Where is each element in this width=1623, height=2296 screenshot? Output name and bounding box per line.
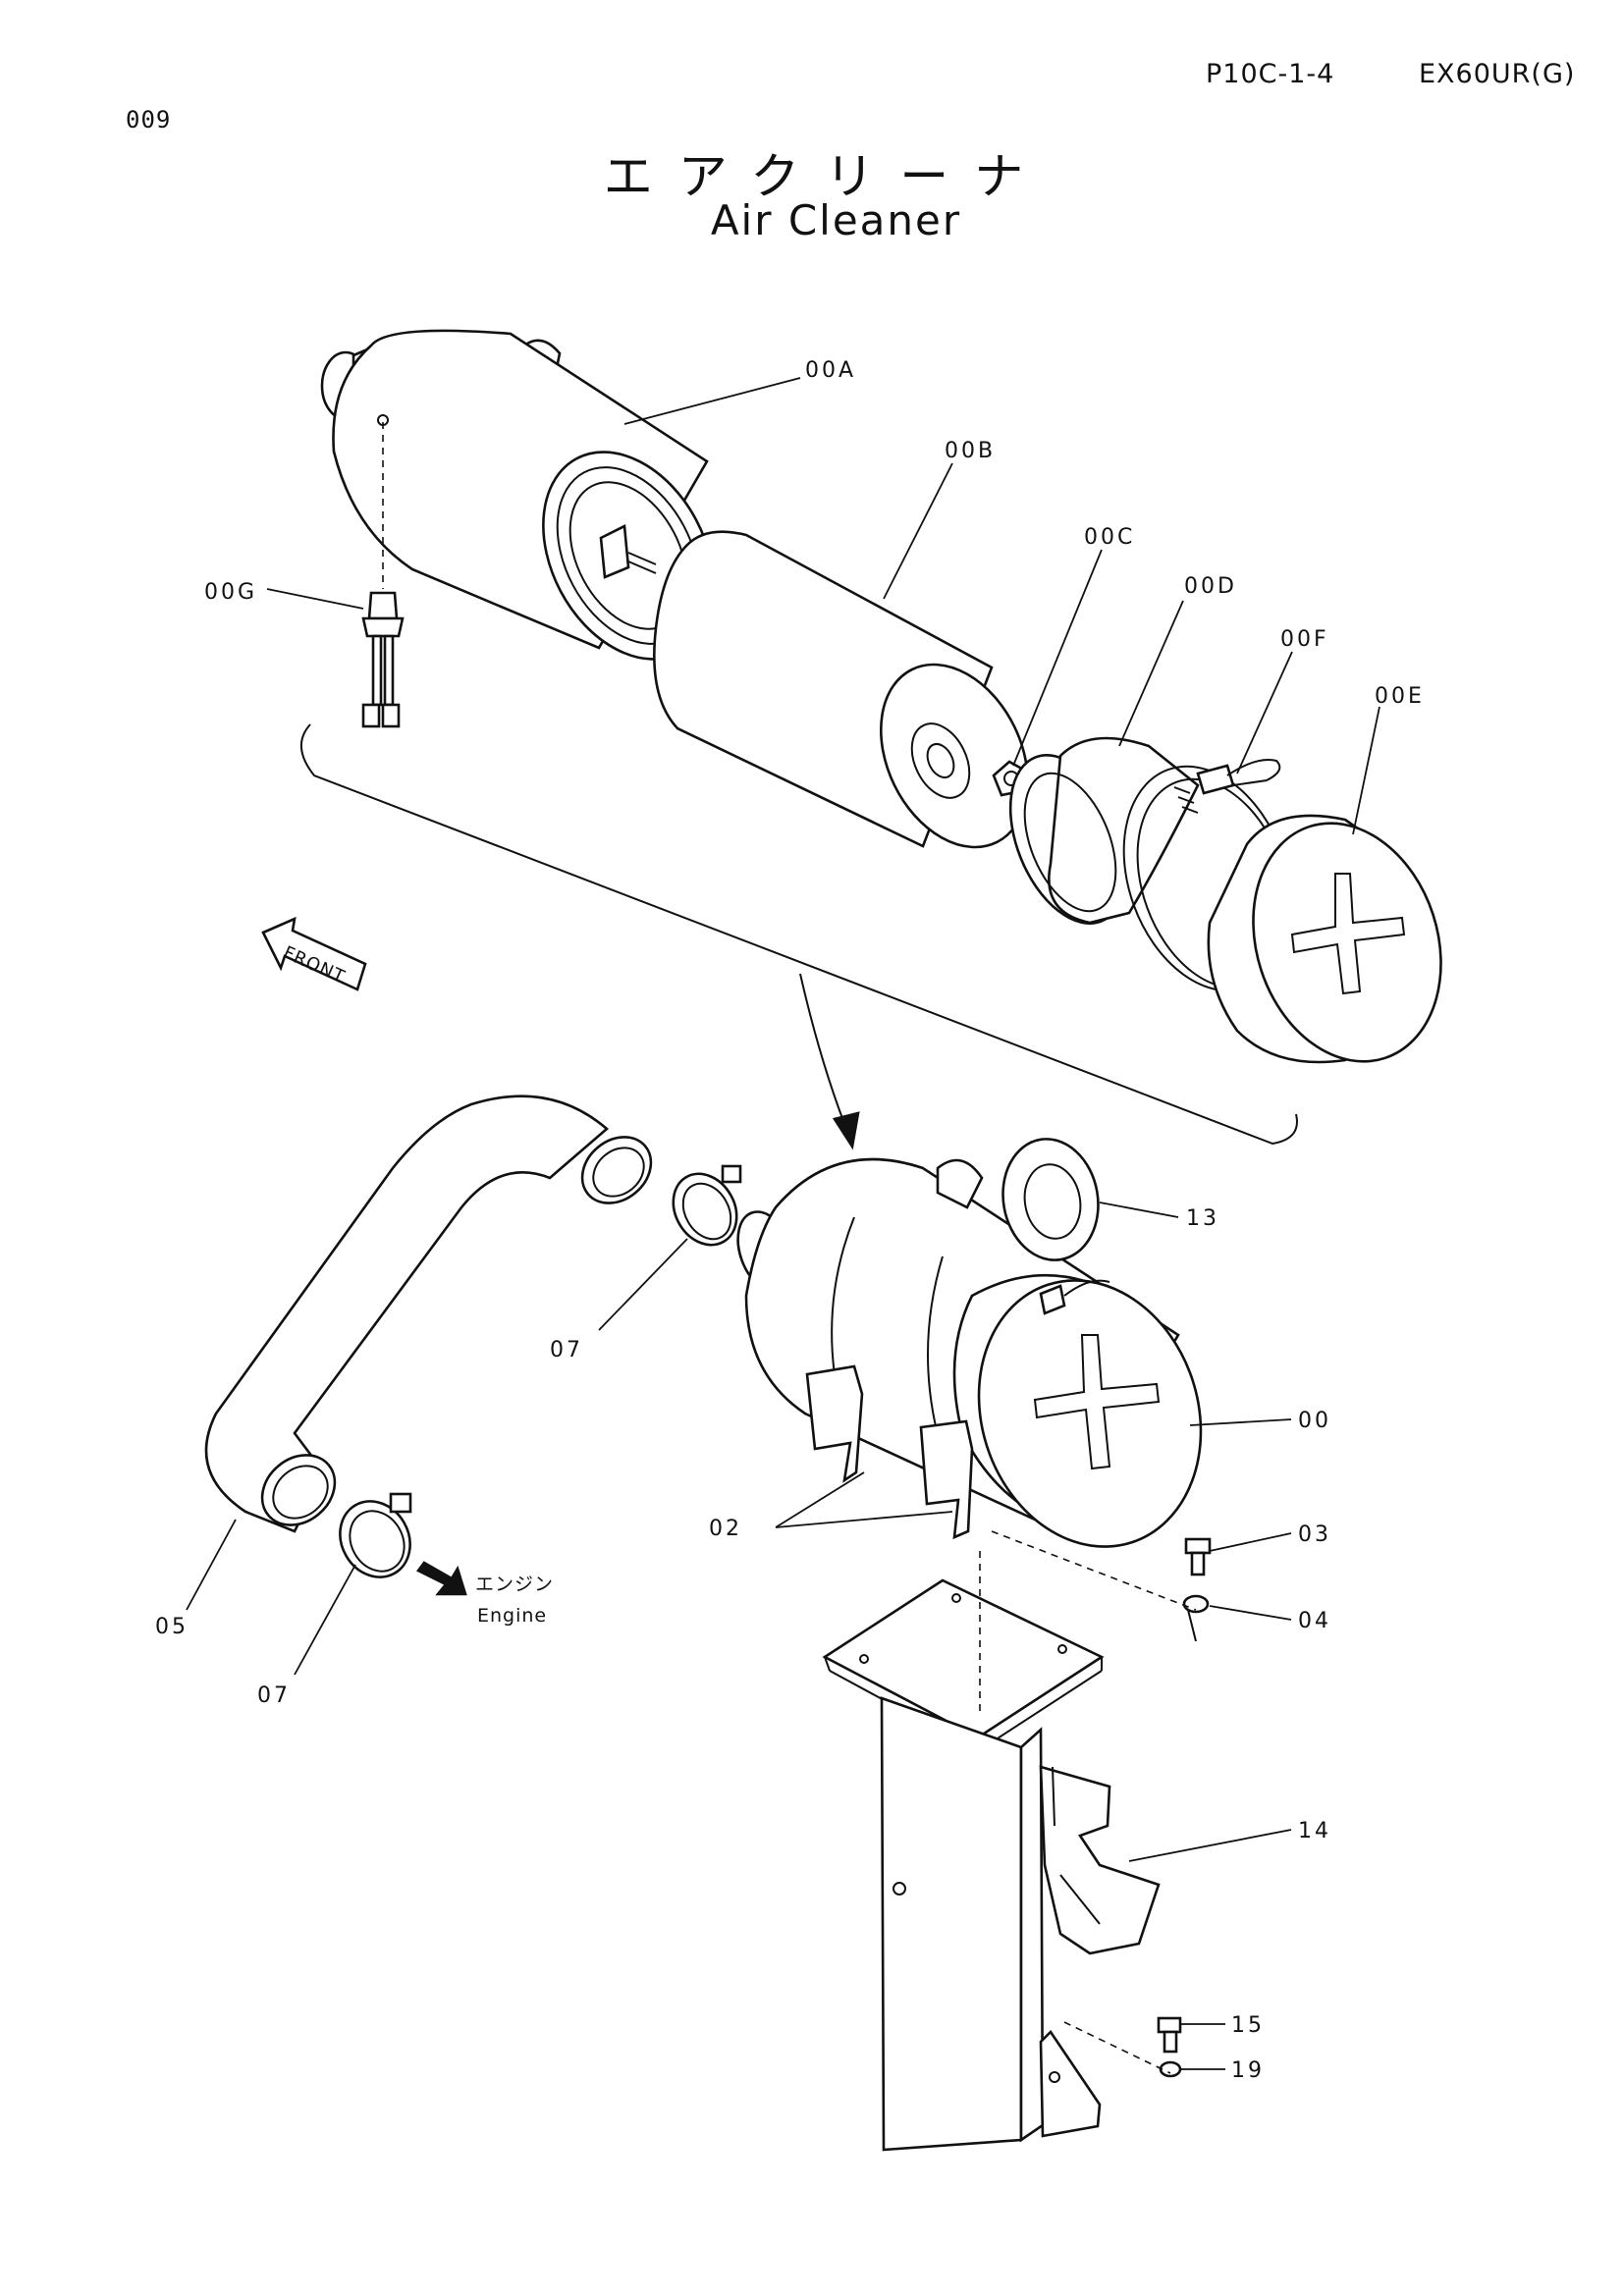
callout-05: 05 [155,1615,189,1639]
callout-00g: 00G [204,580,257,605]
service-indicator [361,414,405,728]
leader-lines [186,377,1380,2070]
end-cover [1207,814,1442,1064]
callout-00e: 00E [1375,684,1425,709]
callout-00b: 00B [945,439,996,463]
engine-label-en: Engine [477,1605,547,1627]
air-cleaner-assembled [736,1157,1203,1548]
callout-labels: 00A 00B 00C 00D 00F 00E 00G 13 07 00 02 … [155,358,1425,2083]
callout-00c: 00C [1084,525,1135,550]
engine-arrow-icon: エンジン Engine [416,1561,554,1627]
assembly-arrow [799,973,847,1130]
support-stand [822,1551,1105,2152]
bolt-03 [1184,1537,1212,1576]
callout-19: 19 [1231,2058,1265,2083]
gasket-ring [1001,1138,1100,1261]
mount-brackets [805,1364,974,1540]
bolt-15 [1157,2016,1182,2054]
front-arrow-icon: FRONT [261,916,367,991]
callout-00d: 00D [1184,574,1237,599]
damper-block [1039,1765,1161,1955]
callout-03: 03 [1298,1522,1331,1547]
washer-04 [991,1530,1210,1642]
intake-hose [204,1095,653,1533]
hose-clamp-upper [672,1164,742,1247]
reference-code: P10C-1-4 [1206,59,1335,89]
callout-00f: 00F [1280,627,1329,652]
group-bracket [300,723,1298,1146]
model-code: EX60UR(G) [1419,59,1576,89]
callout-02: 02 [709,1517,742,1541]
callout-04: 04 [1298,1609,1331,1633]
title-japanese: エアクリーナ [603,148,1050,205]
callout-00: 00 [1298,1409,1331,1433]
engine-label-jp: エンジン [475,1574,554,1595]
callout-15: 15 [1231,2013,1265,2038]
air-cleaner-body [320,329,715,661]
title-english: Air Cleaner [710,196,962,244]
outer-ring [1008,736,1200,925]
page-number: 009 [126,106,172,133]
callout-13: 13 [1186,1206,1219,1231]
callout-07-upper: 07 [550,1338,583,1362]
inner-filter-element [653,530,1030,849]
callout-14: 14 [1298,1819,1331,1843]
hose-clamp-lower [339,1492,412,1578]
callout-00a: 00A [805,358,856,383]
callout-07-lower: 07 [257,1683,291,1708]
